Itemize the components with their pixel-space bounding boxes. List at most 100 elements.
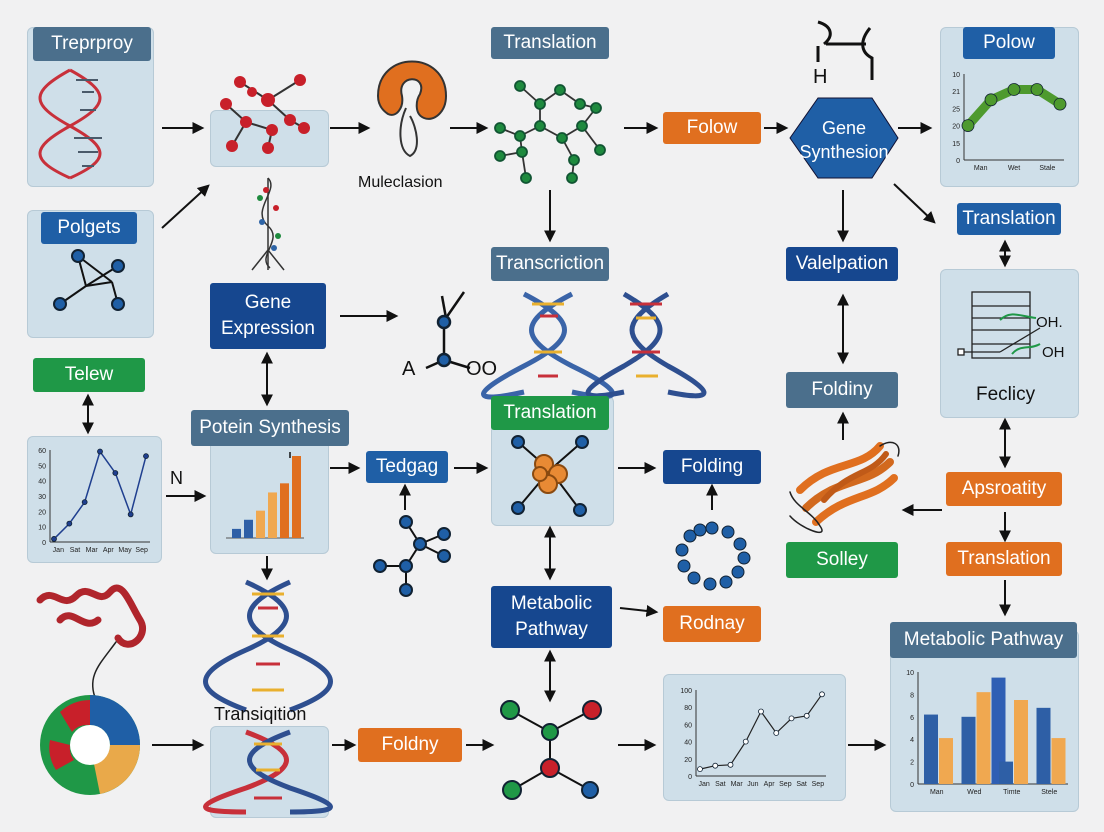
label-treprpoy: Treprproy <box>33 27 151 61</box>
data-point <box>1007 83 1021 96</box>
bar <box>976 692 991 784</box>
dna-pair-icon <box>481 291 707 400</box>
x-tick-label: Stele <box>1041 789 1057 796</box>
bar <box>256 510 265 538</box>
x-tick-label: Man <box>930 789 944 796</box>
label-n: N <box>170 468 183 488</box>
panel-feclicy <box>940 269 1079 418</box>
bar <box>280 483 289 538</box>
label-h: H <box>813 66 828 88</box>
bar <box>1051 738 1066 784</box>
y-tick-label: 30 <box>38 494 46 501</box>
x-tick-label: Timte <box>1003 789 1020 796</box>
y-tick-label: 0 <box>910 782 914 789</box>
x-tick-label: Sep <box>812 781 825 788</box>
polgets-molecule-icon <box>53 249 125 311</box>
panel-line-chart-bottom <box>663 674 846 801</box>
label-muleclasion: Muleclasion <box>358 174 443 191</box>
label-transcriction: Transcriction <box>491 247 609 281</box>
label-gene-synthesion: Gene Synthesion <box>799 118 889 162</box>
x-tick-label: Stale <box>1039 165 1055 172</box>
data-point <box>803 712 810 719</box>
y-tick-label: 6 <box>910 715 914 722</box>
bar <box>244 519 253 538</box>
x-tick-label: Mar <box>731 781 744 788</box>
label-polow: Polow <box>963 27 1055 59</box>
data-point <box>1030 83 1044 96</box>
x-tick-label: Jan <box>53 547 64 554</box>
y-tick-label: 21 <box>952 89 960 96</box>
label-polgets: Polgets <box>41 212 137 244</box>
y-tick-label: 40 <box>38 479 46 486</box>
y-tick-label: 15 <box>952 141 960 148</box>
bar <box>939 738 953 784</box>
bar <box>1014 700 1028 784</box>
y-tick-label: 0 <box>688 774 692 781</box>
data-point <box>742 738 749 745</box>
red-green-molecule-icon <box>500 700 602 800</box>
dna-helix-icon <box>38 68 102 180</box>
tedgag-molecule-icon <box>373 515 451 597</box>
x-tick-label: Sat <box>796 781 807 788</box>
x-tick-label: Mar <box>86 547 99 554</box>
label-feclicy: Feclicy <box>976 384 1036 405</box>
label-translation-right: Translation <box>957 203 1061 235</box>
data-point <box>961 119 975 132</box>
y-tick-label: 25 <box>952 106 960 113</box>
data-point <box>819 691 825 698</box>
bar <box>999 761 1013 784</box>
label-translation-top: Translation <box>491 27 609 59</box>
bar <box>232 528 241 538</box>
data-point <box>773 730 780 736</box>
label-rodnay: Rodnay <box>663 606 761 642</box>
x-tick-label: Jan <box>698 781 709 788</box>
molecule-cluster-icon <box>220 74 310 154</box>
x-tick-label: Apr <box>764 781 776 788</box>
data-point <box>984 93 998 107</box>
bar <box>924 714 938 784</box>
y-tick-label: 60 <box>38 448 46 455</box>
x-tick-label: Sep <box>779 781 792 788</box>
arrow <box>161 184 210 229</box>
connector-arrows <box>82 122 1011 751</box>
gene-synthesion-hexagon <box>789 97 899 179</box>
y-tick-label: 10 <box>38 525 46 532</box>
green-molecule-network-icon <box>494 80 606 184</box>
series-line <box>699 693 823 770</box>
data-point <box>127 511 134 518</box>
y-tick-label: 50 <box>38 463 46 470</box>
y-tick-label: 4 <box>910 737 914 744</box>
helix-stick-icon <box>251 177 285 271</box>
bar <box>961 716 976 784</box>
y-tick-label: 60 <box>684 722 692 729</box>
x-tick-label: Wet <box>1008 165 1020 172</box>
label-apsroatity: Apsroatity <box>946 472 1062 506</box>
data-point <box>697 766 703 773</box>
x-tick-label: Sat <box>715 781 726 788</box>
data-point <box>97 448 103 455</box>
x-tick-label: May <box>118 547 132 554</box>
label-folow: Folow <box>663 112 761 144</box>
h-structure-icon <box>816 20 874 80</box>
y-tick-label: 100 <box>680 688 692 695</box>
bar <box>292 456 301 538</box>
protein-ribbon-icon <box>36 584 146 701</box>
data-point <box>81 499 88 506</box>
label-metabolic-pathway-right: Metabolic Pathway <box>890 622 1077 658</box>
data-point <box>51 536 57 542</box>
y-tick-label: 20 <box>952 124 960 131</box>
data-point <box>112 470 119 476</box>
label-solley: Solley <box>786 542 898 578</box>
label-potein-synthesis: Potein Synthesis <box>191 410 349 446</box>
dna-helix-blue-icon <box>203 579 333 713</box>
x-tick-label: Jun <box>747 781 758 788</box>
y-tick-label: 40 <box>684 740 692 747</box>
y-tick-label: 0 <box>42 540 46 547</box>
label-oh: OH <box>1042 344 1065 361</box>
label-valelpation: Valelpation <box>786 247 898 281</box>
x-tick-label: Wed <box>967 789 981 796</box>
label-gene-expression: Gene Expression <box>210 283 326 349</box>
y-tick-label: 8 <box>910 692 914 699</box>
